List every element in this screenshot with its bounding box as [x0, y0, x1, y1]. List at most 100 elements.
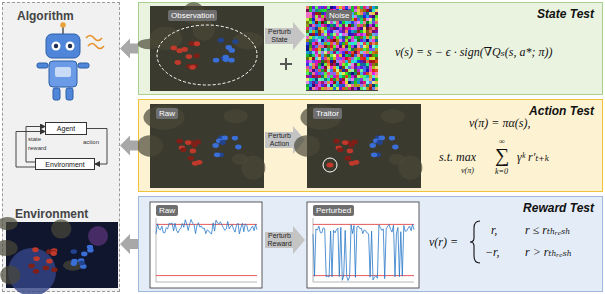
- noise-pixel: [318, 78, 321, 81]
- noise-pixel: [360, 72, 363, 75]
- noise-pixel: [375, 42, 378, 45]
- noise-pixel: [330, 84, 333, 87]
- noise-pixel: [333, 84, 336, 87]
- box-label: Environment: [36, 160, 94, 169]
- noise-pixel: [336, 45, 339, 48]
- noise-pixel: [345, 72, 348, 75]
- unit: [213, 58, 219, 63]
- noise-pixel: [366, 81, 369, 84]
- noise-pixel: [312, 69, 315, 72]
- game-image: [0, 217, 118, 294]
- noise-pixel: [360, 18, 363, 21]
- noise-pixel: [363, 48, 366, 51]
- noise-pixel: [327, 66, 330, 69]
- noise-pixel: [306, 60, 309, 63]
- noise-pixel: [354, 69, 357, 72]
- unit: [181, 47, 187, 52]
- noise-pixel: [342, 9, 345, 12]
- noise-pixel: [351, 39, 354, 42]
- noise-pixel: [372, 27, 375, 30]
- environment-box: Environment: [35, 158, 95, 170]
- terrain: [0, 266, 20, 285]
- noise-pixel: [339, 36, 342, 39]
- noise-pixel: [306, 66, 309, 69]
- noise-pixel: [309, 84, 312, 87]
- noise-pixel: [366, 72, 369, 75]
- noise-pixel: [342, 18, 345, 21]
- noise-pixel: [306, 51, 309, 54]
- noise-pixel: [333, 51, 336, 54]
- noise-pixel: [315, 60, 318, 63]
- noise-pixel: [357, 54, 360, 57]
- noise-pixel: [333, 57, 336, 60]
- noise-pixel: [369, 36, 372, 39]
- noise-pixel: [354, 42, 357, 45]
- noise-pixel: [324, 27, 327, 30]
- noise-pixel: [315, 69, 318, 72]
- noise-pixel: [318, 33, 321, 36]
- noise-pixel: [351, 69, 354, 72]
- noise-pixel: [369, 24, 372, 27]
- noise-pixel: [330, 9, 333, 12]
- noise-pixel: [339, 51, 342, 54]
- noise-pixel: [342, 30, 345, 33]
- noise-pixel: [357, 24, 360, 27]
- noise-pixel: [306, 72, 309, 75]
- perturb-arrow: Perturb Reward: [265, 226, 305, 254]
- noise-pixel: [324, 6, 327, 9]
- noise-pixel: [330, 39, 333, 42]
- noise-pixel: [366, 45, 369, 48]
- noise-pixel: [375, 69, 378, 72]
- unit: [176, 139, 182, 144]
- noise-pixel: [321, 15, 324, 18]
- noise-pixel: [357, 18, 360, 21]
- noise-pixel: [339, 63, 342, 66]
- noise-pixel: [369, 18, 372, 21]
- noise-pixel: [351, 42, 354, 45]
- noise-pixel: [357, 72, 360, 75]
- noise-pixel: [333, 54, 336, 57]
- noise-pixel: [363, 12, 366, 15]
- unit: [392, 145, 398, 150]
- noise-pixel: [375, 33, 378, 36]
- noise-pixel: [309, 45, 312, 48]
- noise-pixel: [324, 54, 327, 57]
- noise-pixel: [336, 75, 339, 78]
- image-label: Observation: [168, 10, 217, 21]
- formula-text: r ≤ rₜₕᵣₑₛₕ: [525, 223, 570, 238]
- noise-pixel: [354, 30, 357, 33]
- noise-pixel: [366, 30, 369, 33]
- noise-pixel: [333, 21, 336, 24]
- noise-pixel: [324, 87, 327, 90]
- noise-pixel: [324, 15, 327, 18]
- noise-pixel: [342, 60, 345, 63]
- unit: [43, 266, 49, 271]
- noise-pixel: [315, 54, 318, 57]
- noise-pixel: [354, 27, 357, 30]
- flow-arrow: [120, 136, 138, 156]
- noise-pixel: [369, 27, 372, 30]
- noise-pixel: [345, 57, 348, 60]
- noise-pixel: [327, 57, 330, 60]
- noise-pixel: [345, 36, 348, 39]
- noise-pixel: [324, 33, 327, 36]
- noise-pixel: [342, 12, 345, 15]
- noise-pixel: [330, 87, 333, 90]
- noise-pixel: [348, 69, 351, 72]
- terrain: [137, 135, 163, 156]
- noise-pixel: [369, 57, 372, 60]
- noise-pixel: [345, 84, 348, 87]
- noise-pixel: [351, 48, 354, 51]
- noise-pixel: [375, 24, 378, 27]
- noise-pixel: [324, 42, 327, 45]
- noise-pixel: [372, 66, 375, 69]
- noise-pixel: [372, 33, 375, 36]
- noise-pixel: [339, 21, 342, 24]
- noise-pixel: [318, 39, 321, 42]
- noise-pixel: [312, 42, 315, 45]
- noise-pixel: [360, 36, 363, 39]
- noise-pixel: [357, 36, 360, 39]
- noise-pixel: [318, 48, 321, 51]
- noise-pixel: [324, 69, 327, 72]
- terrain: [232, 154, 248, 165]
